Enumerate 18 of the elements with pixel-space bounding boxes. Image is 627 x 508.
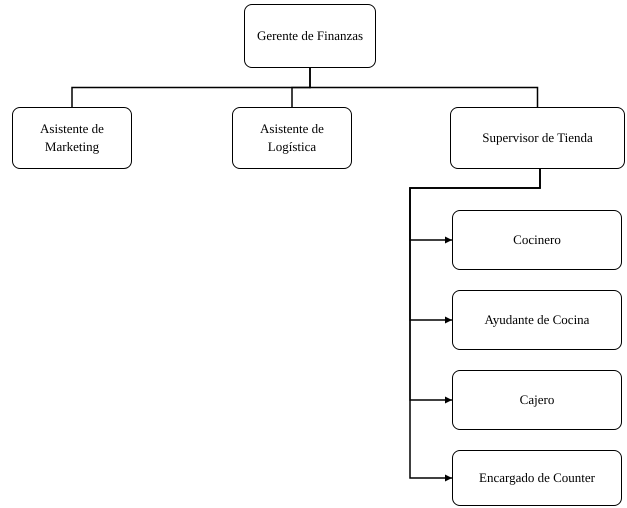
role-title: Cocinero <box>513 231 561 249</box>
role-box <box>452 450 622 506</box>
role-title: Gerente de Finanzas <box>256 27 364 45</box>
connector-line <box>309 68 538 107</box>
role-box <box>452 210 622 270</box>
arrow <box>409 169 541 482</box>
role-box <box>232 107 352 169</box>
role-box <box>244 4 376 68</box>
role-box <box>452 370 622 430</box>
role-title: Cajero <box>520 391 554 409</box>
role-box <box>450 107 625 169</box>
role-title: Asistente de Marketing <box>39 120 105 156</box>
role-title: Encargado de Counter <box>479 469 595 487</box>
role-box <box>12 107 132 169</box>
role-title: Ayudante de Cocina <box>484 311 590 329</box>
role-title: Supervisor de Tienda <box>482 129 593 147</box>
role-box <box>452 290 622 350</box>
role-title: Asistente de Logística <box>259 120 325 156</box>
